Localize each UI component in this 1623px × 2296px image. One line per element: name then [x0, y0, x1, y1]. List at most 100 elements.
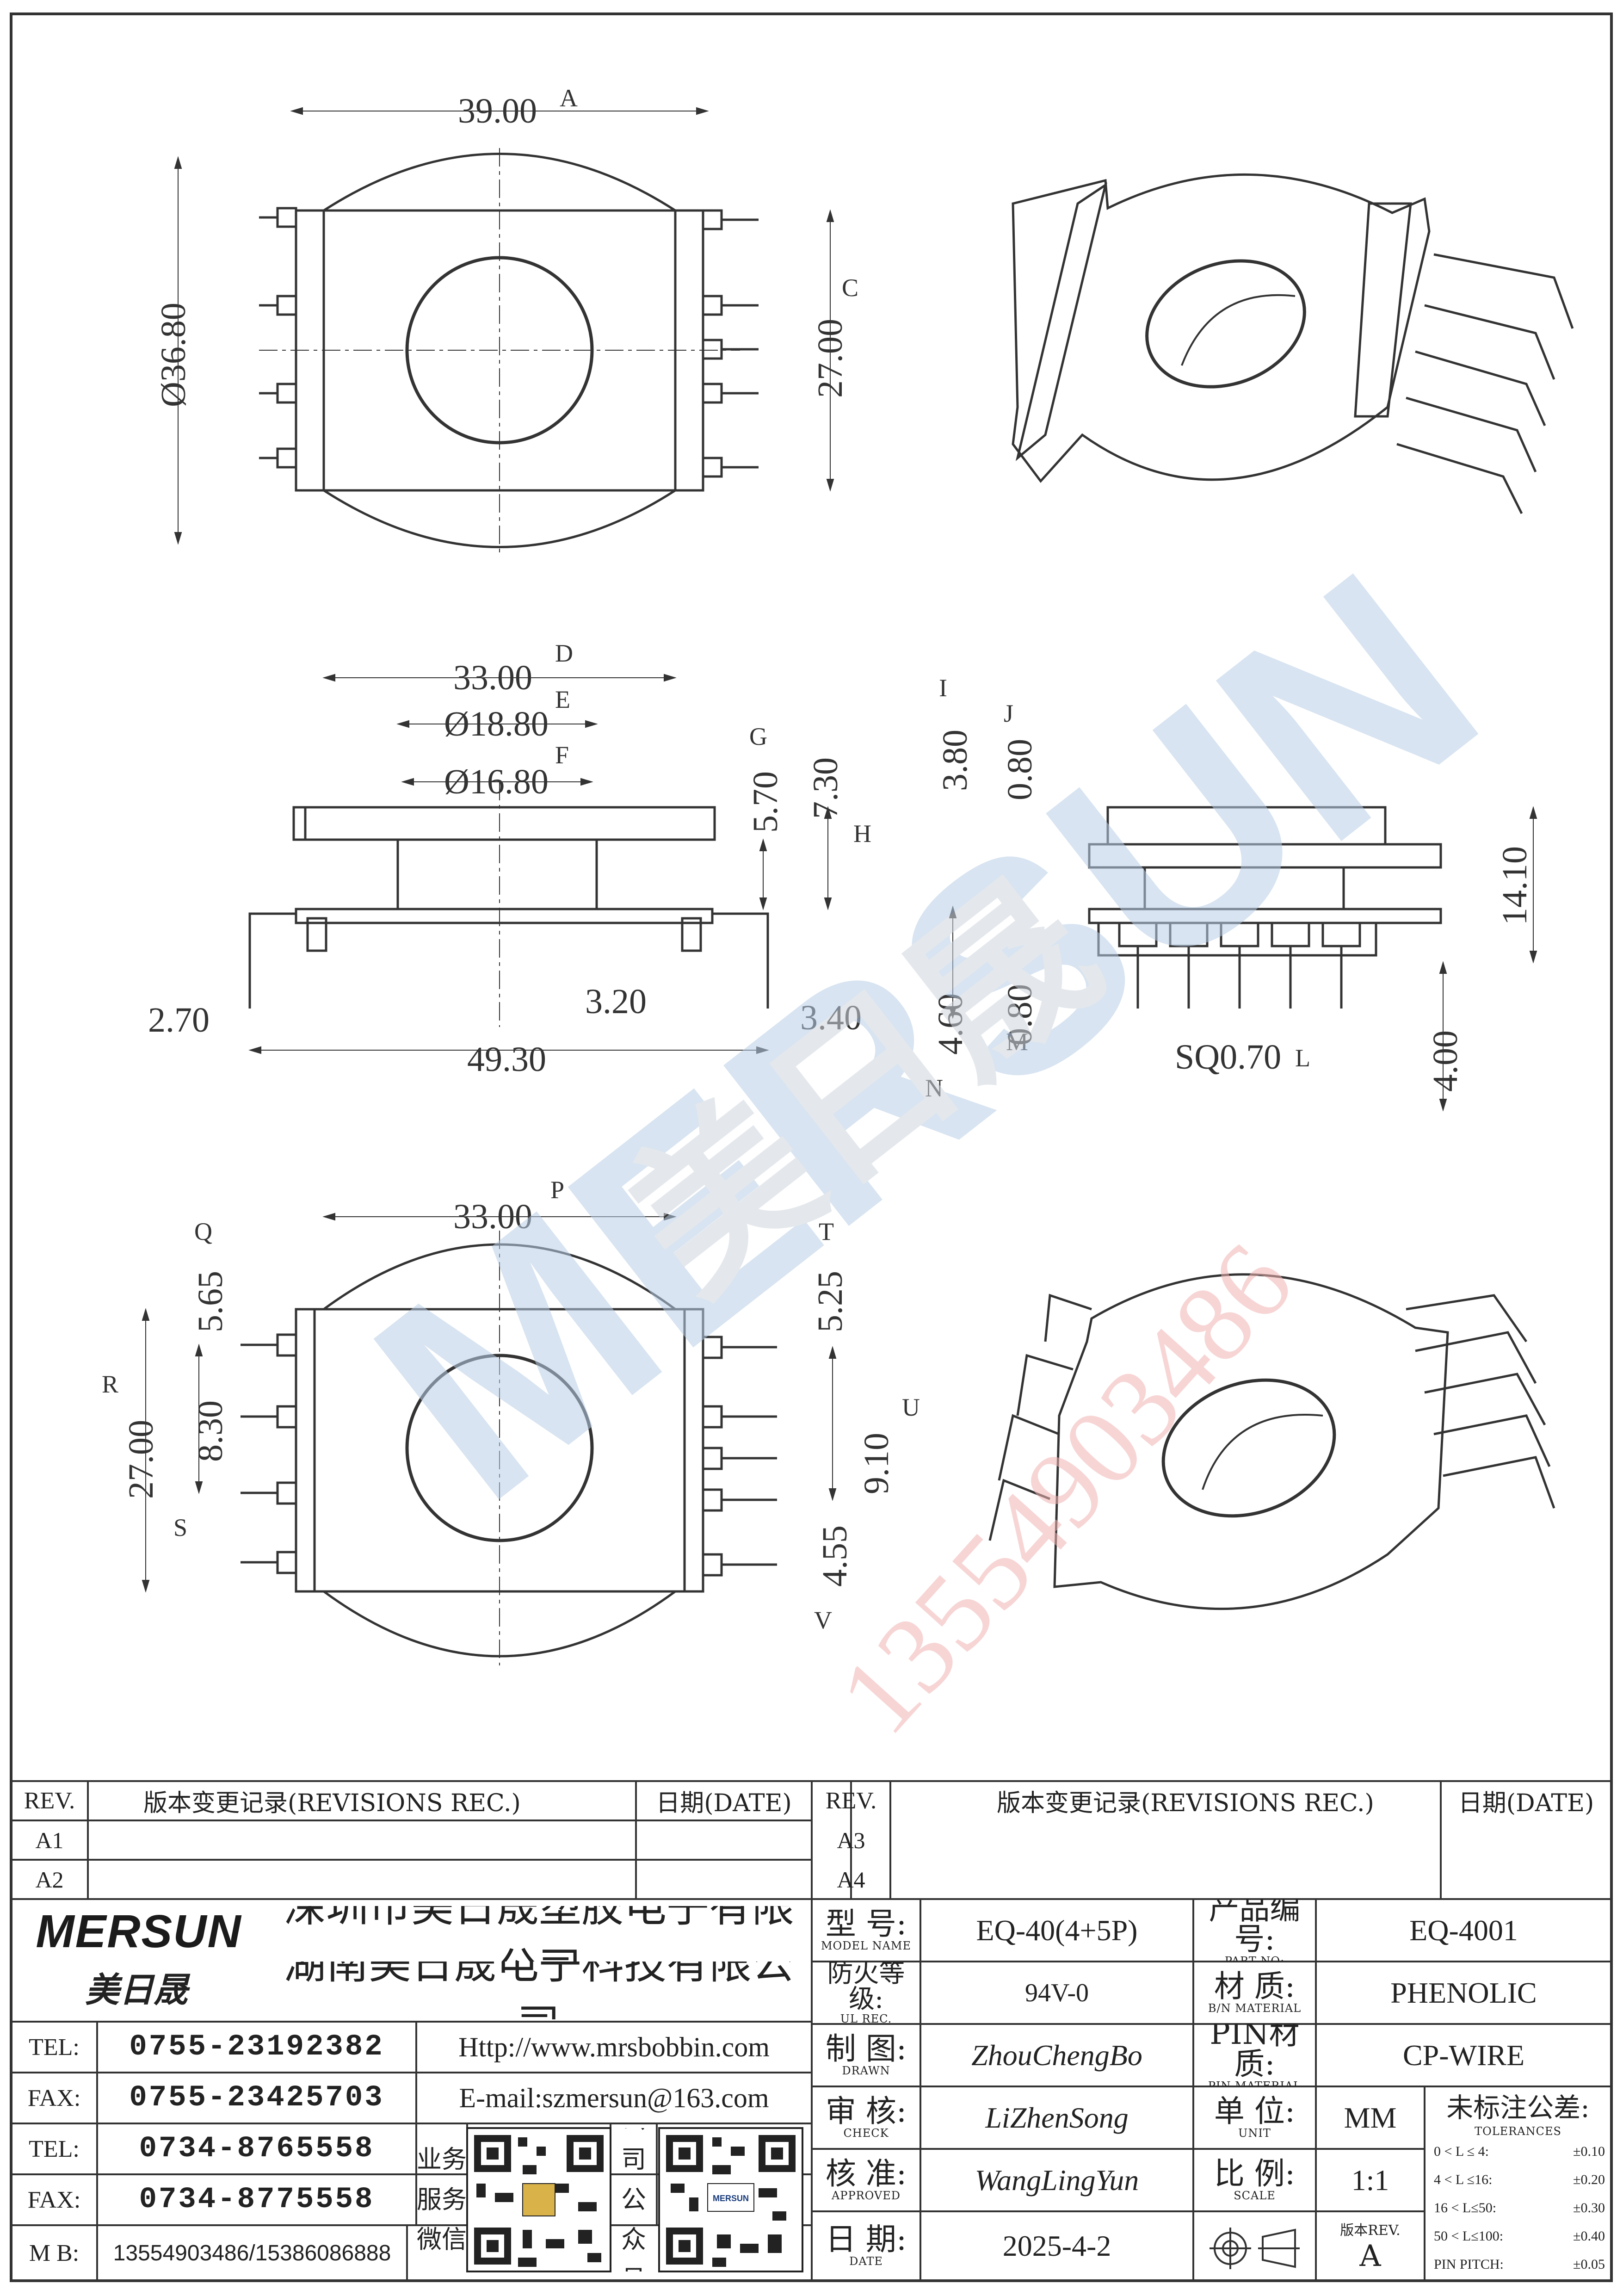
qr-label-business: 业务 服务 微信: [416, 2128, 467, 2271]
dim-33-00-d: 33.00: [453, 658, 532, 697]
tolerance-range: 4 < L ≤16:: [1434, 2172, 1493, 2187]
qr-label-public: 公司 公众 号: [611, 2128, 657, 2271]
label-text: 型 号:: [825, 1906, 907, 1942]
dim-5-70: 5.70: [746, 771, 785, 833]
tag-A: A: [560, 84, 578, 112]
label-text: 制 图:: [825, 2030, 907, 2067]
top-left-pins: [259, 207, 297, 469]
tag-E: E: [555, 686, 570, 713]
date-header: 日期(DATE): [656, 1789, 792, 1817]
label-sub: SCALE: [1234, 2189, 1276, 2202]
label-sub: PART NO:: [1224, 1954, 1285, 1962]
qr-label-line: 业务: [417, 2145, 467, 2174]
flammability-value: 94V-0: [1025, 1978, 1089, 2007]
tag-U: U: [902, 1393, 920, 1421]
tag-P: P: [550, 1176, 564, 1204]
tag-I: I: [939, 674, 947, 702]
qr-code-business: [466, 2127, 611, 2272]
label-text: 材 质:: [1214, 1968, 1296, 2004]
label-sub: PIN MATERIAL: [1208, 2079, 1302, 2087]
pin-material-value: CP-WIRE: [1402, 2038, 1525, 2072]
tolerance-row: 0 < L ≤ 4:±0.10: [1429, 2144, 1610, 2160]
dim-4-55: 4.55: [815, 1525, 854, 1587]
tolerances-table: 0 < L ≤ 4:±0.10 4 < L ≤16:±0.20 16 < L≤5…: [1429, 2137, 1610, 2278]
fax-hunan: 0734-8775558: [139, 2183, 375, 2216]
model-label: 型 号: MODEL NAME: [812, 1899, 920, 1962]
tolerance-range: PIN PITCH:: [1434, 2256, 1504, 2272]
tag-F: F: [555, 741, 569, 769]
drawn-value: ZhouChengBo: [971, 2038, 1142, 2072]
tag-C: C: [842, 274, 858, 302]
drawn-label: 制 图: DRAWN: [812, 2024, 920, 2086]
tag-R: R: [102, 1370, 118, 1398]
tolerance-row: 4 < L ≤16: ±0.20: [1429, 2172, 1610, 2188]
dim-9-10: 9.10: [857, 1433, 896, 1494]
part-no-label: 产品编号: PART NO:: [1193, 1899, 1316, 1962]
tag-D: D: [555, 639, 573, 667]
dim-7-30: 7.30: [806, 757, 845, 819]
tel-hunan: 0734-8765558: [139, 2132, 375, 2166]
tag-Q: Q: [194, 1218, 212, 1245]
label-sub: APPROVED: [831, 2189, 901, 2202]
dim-d36-80: Ø36.80: [154, 303, 193, 407]
qr-label-line: 微信: [417, 2225, 467, 2254]
tolerance-range: 50 < L≤100:: [1434, 2228, 1504, 2244]
rev-a2: A2: [35, 1866, 64, 1893]
tag-J: J: [1004, 699, 1013, 727]
fax-shenzhen: 0755-23425703: [129, 2081, 384, 2115]
top-view: [174, 107, 834, 555]
material-value: PHENOLIC: [1390, 1976, 1537, 2009]
tolerances-label: 未标注公差: TOLERANCES: [1425, 2086, 1611, 2137]
label-text: 产品编号:: [1209, 1899, 1301, 1957]
date-header: 日期(DATE): [1458, 1789, 1594, 1817]
label-sub: DRAWN: [842, 2064, 890, 2077]
email-link[interactable]: E-mail:szmersun@163.com: [459, 2082, 769, 2113]
approved-value: WangLingYun: [975, 2163, 1139, 2197]
tag-L: L: [1295, 1044, 1310, 1072]
company-name-hunan: 湖南美日晟电子科技有限公司: [283, 1962, 794, 2019]
dim-5-25: 5.25: [811, 1271, 850, 1332]
company-logo-cn: 美日晟: [85, 1970, 188, 2010]
approved-label: 核 准: APPROVED: [812, 2149, 920, 2211]
label-sub: TOLERANCES: [1475, 2125, 1561, 2137]
website-link[interactable]: Http://www.mrsbobbin.com: [458, 2031, 770, 2062]
dimension-labels: 39.00 A Ø36.80 27.00 C 33.00 D Ø18.80 E …: [102, 84, 1534, 1634]
flammability-label: 防火等级: UL REC.: [812, 1962, 920, 2024]
check-value: LiZhenSong: [985, 2101, 1129, 2134]
tag-T: T: [819, 1218, 834, 1245]
tel-label: TEL:: [29, 2034, 80, 2061]
iso-view-top: [1012, 173, 1574, 514]
company-name-shenzhen: 深圳市美日晟塑胶电子有限公司: [283, 1906, 794, 1962]
label-sub: CHECK: [843, 2126, 889, 2140]
dim-3-80: 3.80: [936, 730, 975, 791]
tel-label: TEL:: [29, 2135, 80, 2162]
model-value: EQ-40(4+5P): [976, 1913, 1138, 1947]
tel-shenzhen: 0755-23192382: [129, 2030, 384, 2064]
pin-material-label: PIN材质: PIN MATERIAL: [1193, 2024, 1316, 2086]
version-value: A: [1359, 2239, 1381, 2273]
fax-label: FAX:: [27, 2085, 81, 2111]
side-view: [248, 674, 832, 1054]
dim-8-30: 8.30: [191, 1400, 230, 1462]
tolerance-value: ±0.40: [1573, 2228, 1605, 2244]
label-sub: UNIT: [1238, 2126, 1271, 2140]
part-no-value: EQ-4001: [1409, 1913, 1518, 1947]
rev-a1: A1: [35, 1827, 64, 1853]
qr-logo-text: MERSUN: [713, 2194, 749, 2203]
tolerance-value: ±0.20: [1573, 2172, 1605, 2187]
dim-39-00: 39.00: [458, 92, 537, 130]
tolerance-row: PIN PITCH: ±0.05: [1429, 2257, 1610, 2272]
bottom-right-pins: [702, 1336, 777, 1577]
revision-desc-header: 版本变更记录(REVISIONS REC.): [143, 1789, 521, 1817]
mobile-label: M B:: [29, 2240, 80, 2266]
iso-bottom-right-pins: [1406, 1294, 1555, 1509]
date-label: 日 期: DATE: [812, 2211, 920, 2281]
dim-33-00-p: 33.00: [453, 1197, 532, 1236]
label-text: 防火等级:: [827, 1962, 905, 2014]
label-text: 未标注公差:: [1446, 2092, 1590, 2123]
label-text: 单 位:: [1214, 2093, 1296, 2129]
dim-3-40: 3.40: [800, 998, 862, 1037]
tolerance-value: ±0.05: [1573, 2256, 1605, 2272]
